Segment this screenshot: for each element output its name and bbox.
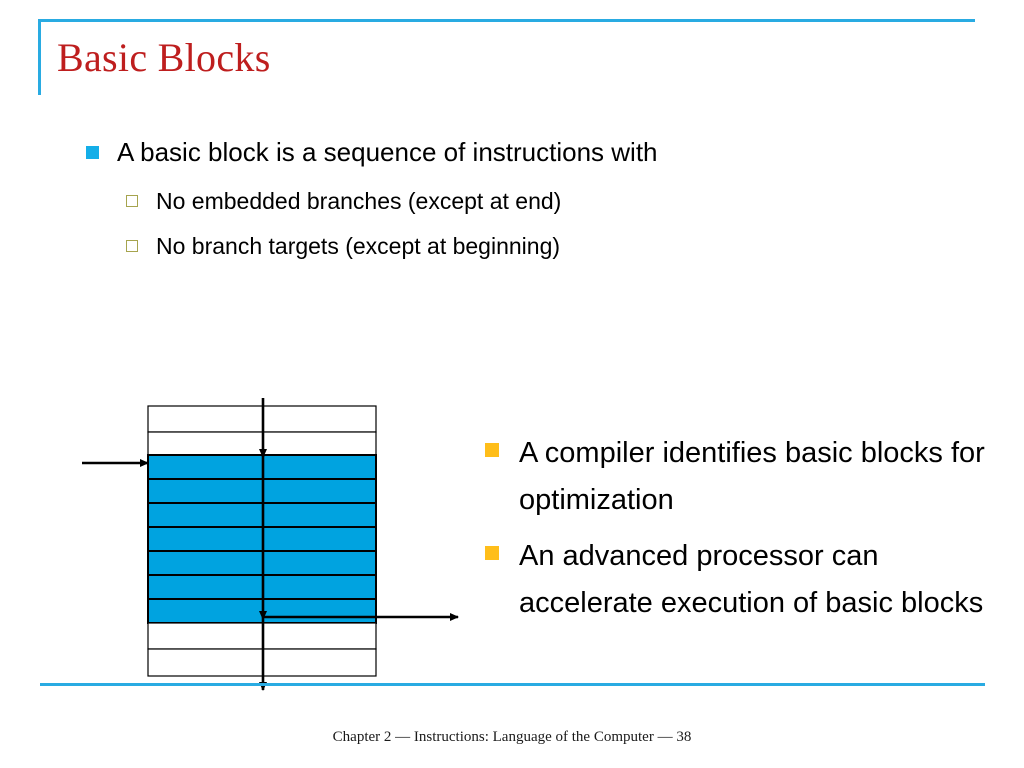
instruction-row bbox=[147, 405, 377, 433]
footer-rule bbox=[40, 683, 985, 686]
bullet-hollow-square-icon bbox=[126, 240, 138, 252]
control-flow-arrow-group bbox=[82, 398, 459, 691]
list-item: A basic block is a sequence of instructi… bbox=[86, 136, 658, 169]
bullet-text: No embedded branches (except at end) bbox=[156, 188, 562, 214]
bullet-text: A compiler identifies basic blocks for o… bbox=[519, 437, 985, 516]
instruction-row-in-block bbox=[147, 478, 377, 504]
instruction-row-in-block bbox=[147, 550, 377, 576]
footer-caption: Chapter 2 — Instructions: Language of th… bbox=[332, 729, 692, 745]
instruction-row-in-block bbox=[147, 526, 377, 552]
list-item: No embedded branches (except at end) bbox=[126, 186, 561, 216]
instruction-row-in-block bbox=[147, 454, 377, 480]
bullet-hollow-square-icon bbox=[126, 195, 138, 207]
list-item: No branch targets (except at beginning) bbox=[126, 231, 560, 261]
title-rule-left bbox=[38, 19, 41, 95]
bullet-square-icon bbox=[86, 146, 99, 159]
instruction-row bbox=[147, 431, 377, 456]
instruction-row bbox=[147, 648, 377, 677]
title-rule-top bbox=[38, 19, 975, 22]
instruction-row-in-block bbox=[147, 598, 377, 624]
page-title: Basic Blocks bbox=[57, 35, 271, 80]
list-item: A compiler identifies basic blocks for o… bbox=[485, 430, 1005, 524]
instruction-row bbox=[147, 622, 377, 650]
bullet-text: A basic block is a sequence of instructi… bbox=[117, 137, 658, 167]
bullet-square-icon bbox=[485, 546, 499, 560]
bullet-text: An advanced processor can accelerate exe… bbox=[519, 540, 984, 619]
bullet-square-icon bbox=[485, 443, 499, 457]
instruction-row-group bbox=[147, 405, 377, 677]
list-item: An advanced processor can accelerate exe… bbox=[485, 533, 1005, 627]
bullet-text: No branch targets (except at beginning) bbox=[156, 233, 561, 259]
instruction-row-in-block bbox=[147, 502, 377, 528]
instruction-row-in-block bbox=[147, 574, 377, 600]
